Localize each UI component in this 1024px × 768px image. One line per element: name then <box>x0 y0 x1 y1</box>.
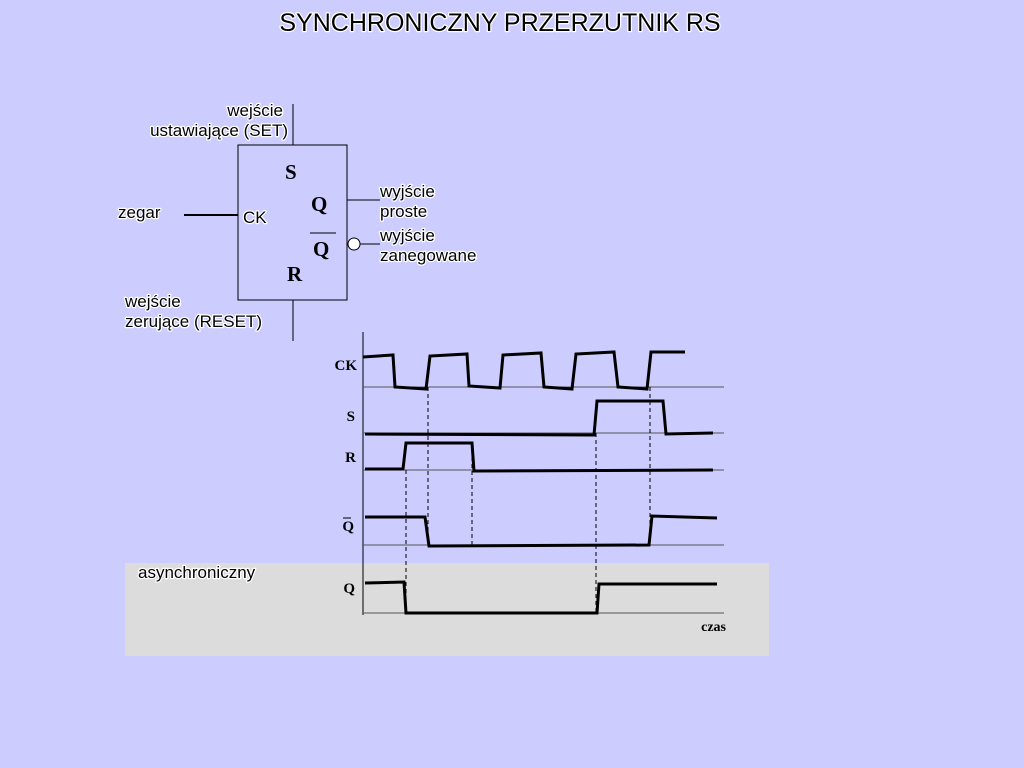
async-panel <box>125 563 769 656</box>
output-label-line2: proste <box>380 202 427 221</box>
reset-label-line2: zerujące (RESET) <box>125 312 262 331</box>
async-panel-label: asynchroniczny <box>138 563 256 582</box>
timing-q-async-label: Q <box>343 581 355 597</box>
s-waveform <box>364 399 714 437</box>
timing-diagram: CK S R Q Q czas <box>335 332 727 635</box>
time-axis-label: czas <box>701 620 726 635</box>
clock-label: zegar <box>118 203 161 222</box>
q-async-waveform <box>364 580 717 615</box>
timing-q-label: Q <box>342 519 354 535</box>
set-label-line2: ustawiające (SET) <box>150 121 288 140</box>
timing-ck-label: CK <box>335 358 358 374</box>
neg-output-label-line1: wyjście <box>379 226 435 245</box>
pin-q-label: Q <box>311 192 327 216</box>
inverter-bubble <box>347 237 361 251</box>
ck-waveform <box>362 350 685 391</box>
output-label-line1: wyjście <box>379 182 435 201</box>
flipflop-symbol: S Q Q R CK <box>184 104 380 341</box>
timing-r-label: R <box>345 450 356 466</box>
page-title: SYNCHRONICZNY PRZERZUTNIK RS <box>279 9 720 37</box>
timing-s-label: S <box>347 409 355 425</box>
r-waveform <box>365 441 714 473</box>
q-waveform <box>365 514 718 548</box>
set-label-line1: wejście <box>226 101 283 120</box>
pin-s-label: S <box>285 160 297 184</box>
pin-qbar-label: Q <box>313 237 329 261</box>
pin-ck-label: CK <box>243 208 267 227</box>
neg-output-label-line2: zanegowane <box>380 246 476 265</box>
reset-label-line1: wejście <box>124 292 181 311</box>
pin-r-label: R <box>287 262 303 286</box>
